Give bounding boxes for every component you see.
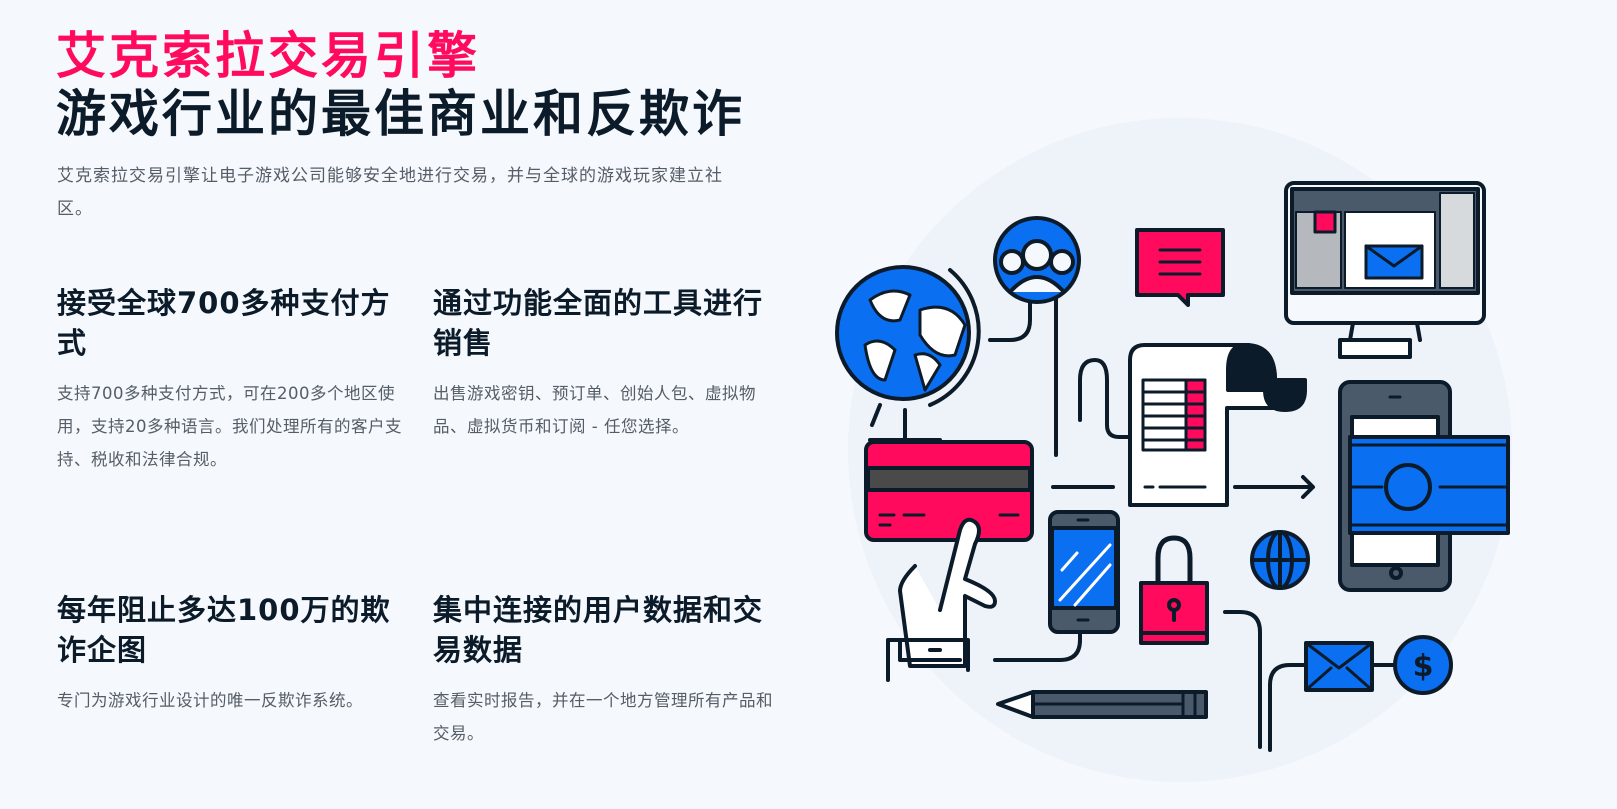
svg-text:$: $ bbox=[1413, 649, 1434, 684]
pencil-icon bbox=[996, 690, 1208, 719]
feature-title: 集中连接的用户数据和交易数据 bbox=[433, 593, 764, 667]
feature-user-data: 集中连接的用户数据和交易数据 查看实时报告，并在一个地方管理所有产品和交易。 bbox=[433, 590, 778, 750]
padlock-icon bbox=[1139, 535, 1209, 645]
connector-lines bbox=[988, 288, 1397, 752]
feature-title: 每年阻止多达100万的欺诈企图 bbox=[57, 593, 391, 667]
email-icon bbox=[1304, 641, 1374, 692]
feature-text: 出售游戏密钥、预订单、创始人包、虚拟物品、虚拟货币和订阅 - 任您选择。 bbox=[433, 384, 756, 436]
users-icon bbox=[993, 216, 1081, 304]
feature-antifraud: 每年阻止多达100万的欺诈企图 专门为游戏行业设计的唯一反欺诈系统。 bbox=[57, 590, 402, 717]
feature-title: 通过功能全面的工具进行销售 bbox=[433, 286, 764, 360]
mobile-payment-icon bbox=[1338, 380, 1510, 592]
receipt-icon bbox=[1128, 343, 1307, 507]
web-globe-icon bbox=[1250, 530, 1310, 590]
brand-title: 艾克索拉交易引擎 bbox=[56, 27, 480, 85]
feature-text: 查看实时报告，并在一个地方管理所有产品和交易。 bbox=[433, 691, 773, 743]
dollar-coin-icon: $ bbox=[1393, 635, 1453, 695]
page-headline: 游戏行业的最佳商业和反欺诈 bbox=[56, 85, 745, 143]
globe-icon bbox=[835, 265, 981, 442]
chat-bubble-icon bbox=[1135, 228, 1225, 307]
hand-icon bbox=[886, 517, 997, 682]
feature-title: 接受全球700多种支付方式 bbox=[57, 286, 391, 360]
monitor-icon bbox=[1284, 181, 1486, 359]
credit-card-icon bbox=[864, 440, 1034, 542]
feature-text: 专门为游戏行业设计的唯一反欺诈系统。 bbox=[57, 691, 363, 710]
feature-sales-tools: 通过功能全面的工具进行销售 出售游戏密钥、预订单、创始人包、虚拟物品、虚拟货币和… bbox=[433, 283, 778, 443]
feature-payments: 接受全球700多种支付方式 支持700多种支付方式，可在200多个地区使用，支持… bbox=[57, 283, 402, 476]
smartphone-icon bbox=[1048, 510, 1120, 634]
feature-text: 支持700多种支付方式，可在200多个地区使用，支持20多种语言。我们处理所有的… bbox=[57, 384, 402, 469]
intro-text: 艾克索拉交易引擎让电子游戏公司能够安全地进行交易，并与全球的游戏玩家建立社区。 bbox=[57, 166, 723, 219]
